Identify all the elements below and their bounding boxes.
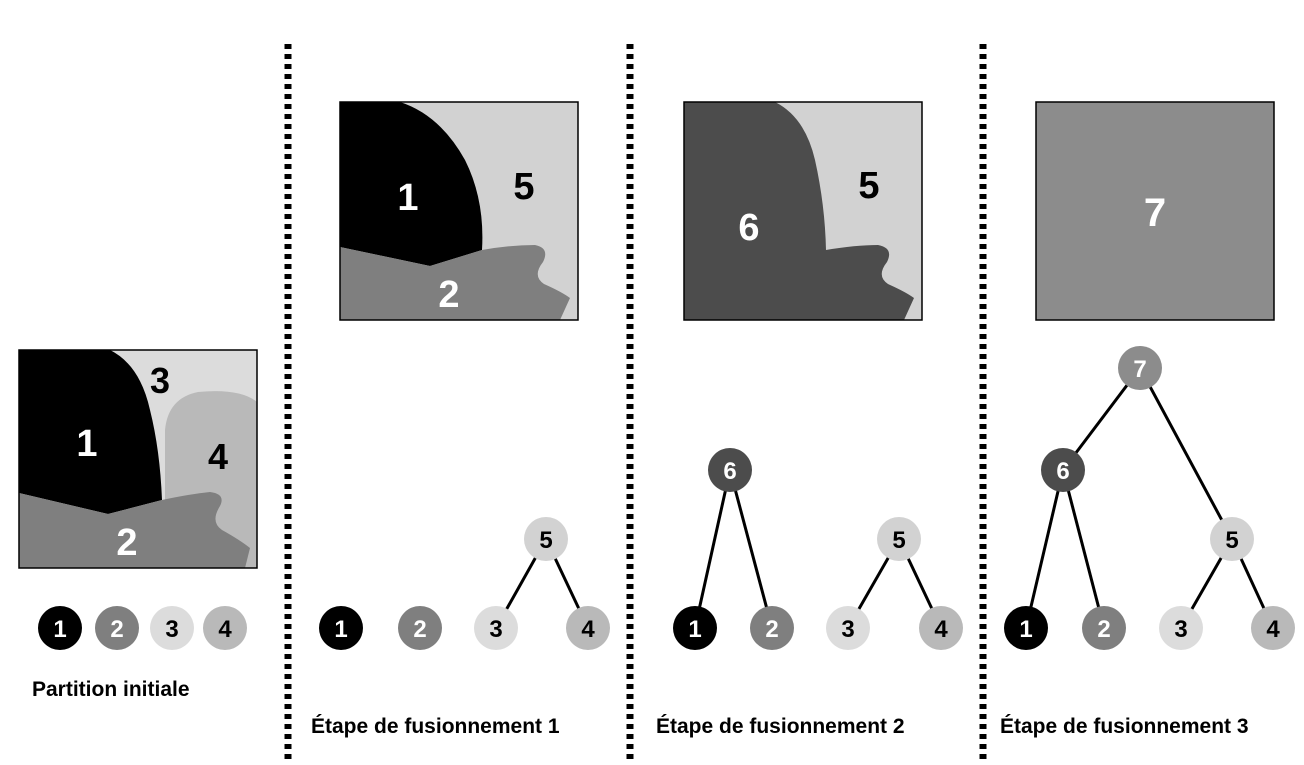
node-3 (1159, 606, 1203, 650)
tree-edge (1061, 469, 1106, 629)
step2-image-border (683, 101, 923, 321)
caption-merge-step-3: Étape de fusionnement 3 (1000, 715, 1249, 738)
node-2 (398, 606, 442, 650)
node-2 (1082, 606, 1126, 650)
step1-image-border (339, 101, 579, 321)
merge-step-2-tree: 1 2 3 4 5 6 (673, 448, 963, 650)
node-1 (1004, 606, 1048, 650)
tree-edge (728, 469, 774, 629)
node-1 (38, 606, 82, 650)
node-1 (319, 606, 363, 650)
node-1 (673, 606, 717, 650)
region-label: 4 (208, 436, 228, 477)
node-label: 1 (53, 616, 66, 643)
tree-edge (1024, 469, 1065, 629)
node-label: 6 (1056, 458, 1069, 485)
region-2 (340, 245, 570, 320)
node-label: 1 (334, 616, 347, 643)
node-label: 2 (1097, 616, 1110, 643)
node-label: 2 (413, 616, 426, 643)
node-label: 3 (489, 616, 502, 643)
region-1 (19, 350, 162, 514)
region-7 (1035, 101, 1275, 321)
node-label: 3 (1174, 616, 1187, 643)
node-3 (474, 606, 518, 650)
node-label: 2 (765, 616, 778, 643)
node-label: 2 (110, 616, 123, 643)
region-label: 3 (150, 360, 170, 401)
node-3 (150, 606, 194, 650)
node-7 (1118, 346, 1162, 390)
merge-step-2-image: 6 5 (683, 101, 923, 321)
initial-partition-nodes: 1 2 3 4 (38, 606, 247, 650)
node-6 (708, 448, 752, 492)
node-4 (203, 606, 247, 650)
merge-step-3-tree: 1 2 3 4 5 6 7 (1004, 346, 1295, 650)
node-4 (1251, 606, 1295, 650)
region-label: 1 (397, 177, 418, 219)
node-label: 1 (1019, 616, 1032, 643)
tree-edge (1138, 367, 1234, 540)
region-label: 2 (116, 522, 137, 564)
caption-initial-partition: Partition initiale (32, 678, 190, 701)
node-3 (826, 606, 870, 650)
caption-merge-step-1: Étape de fusionnement 1 (311, 715, 560, 738)
region-label: 1 (76, 423, 97, 465)
caption-merge-step-2: Étape de fusionnement 2 (656, 715, 905, 738)
node-label: 1 (688, 616, 701, 643)
region-label: 5 (513, 166, 534, 208)
merge-step-3-image: 7 (1035, 101, 1275, 321)
initial-partition-image: 1 2 3 4 (18, 349, 258, 569)
merge-step-1-tree: 1 2 3 4 5 (319, 517, 610, 650)
node-label: 3 (165, 616, 178, 643)
region-2 (19, 492, 250, 568)
node-2 (750, 606, 794, 650)
node-label: 5 (1225, 527, 1238, 554)
node-label: 7 (1133, 356, 1146, 383)
node-label: 4 (1266, 616, 1280, 643)
node-label: 5 (539, 527, 552, 554)
region-label: 7 (1144, 191, 1166, 235)
node-5 (524, 517, 568, 561)
node-2 (95, 606, 139, 650)
region-1 (340, 102, 483, 266)
node-4 (919, 606, 963, 650)
merge-step-1-image: 1 5 2 (339, 101, 579, 321)
node-label: 4 (218, 616, 232, 643)
node-4 (566, 606, 610, 650)
node-label: 4 (934, 616, 948, 643)
region-6 (684, 102, 914, 320)
node-label: 4 (581, 616, 595, 643)
node-6 (1041, 448, 1085, 492)
node-label: 6 (723, 458, 736, 485)
region-label: 6 (738, 207, 759, 249)
node-5 (1210, 517, 1254, 561)
node-label: 3 (841, 616, 854, 643)
node-5 (877, 517, 921, 561)
initial-image-border (18, 349, 258, 569)
region-label: 5 (858, 165, 879, 207)
region-label: 2 (438, 274, 459, 316)
tree-edge (693, 469, 732, 629)
node-label: 5 (892, 527, 905, 554)
